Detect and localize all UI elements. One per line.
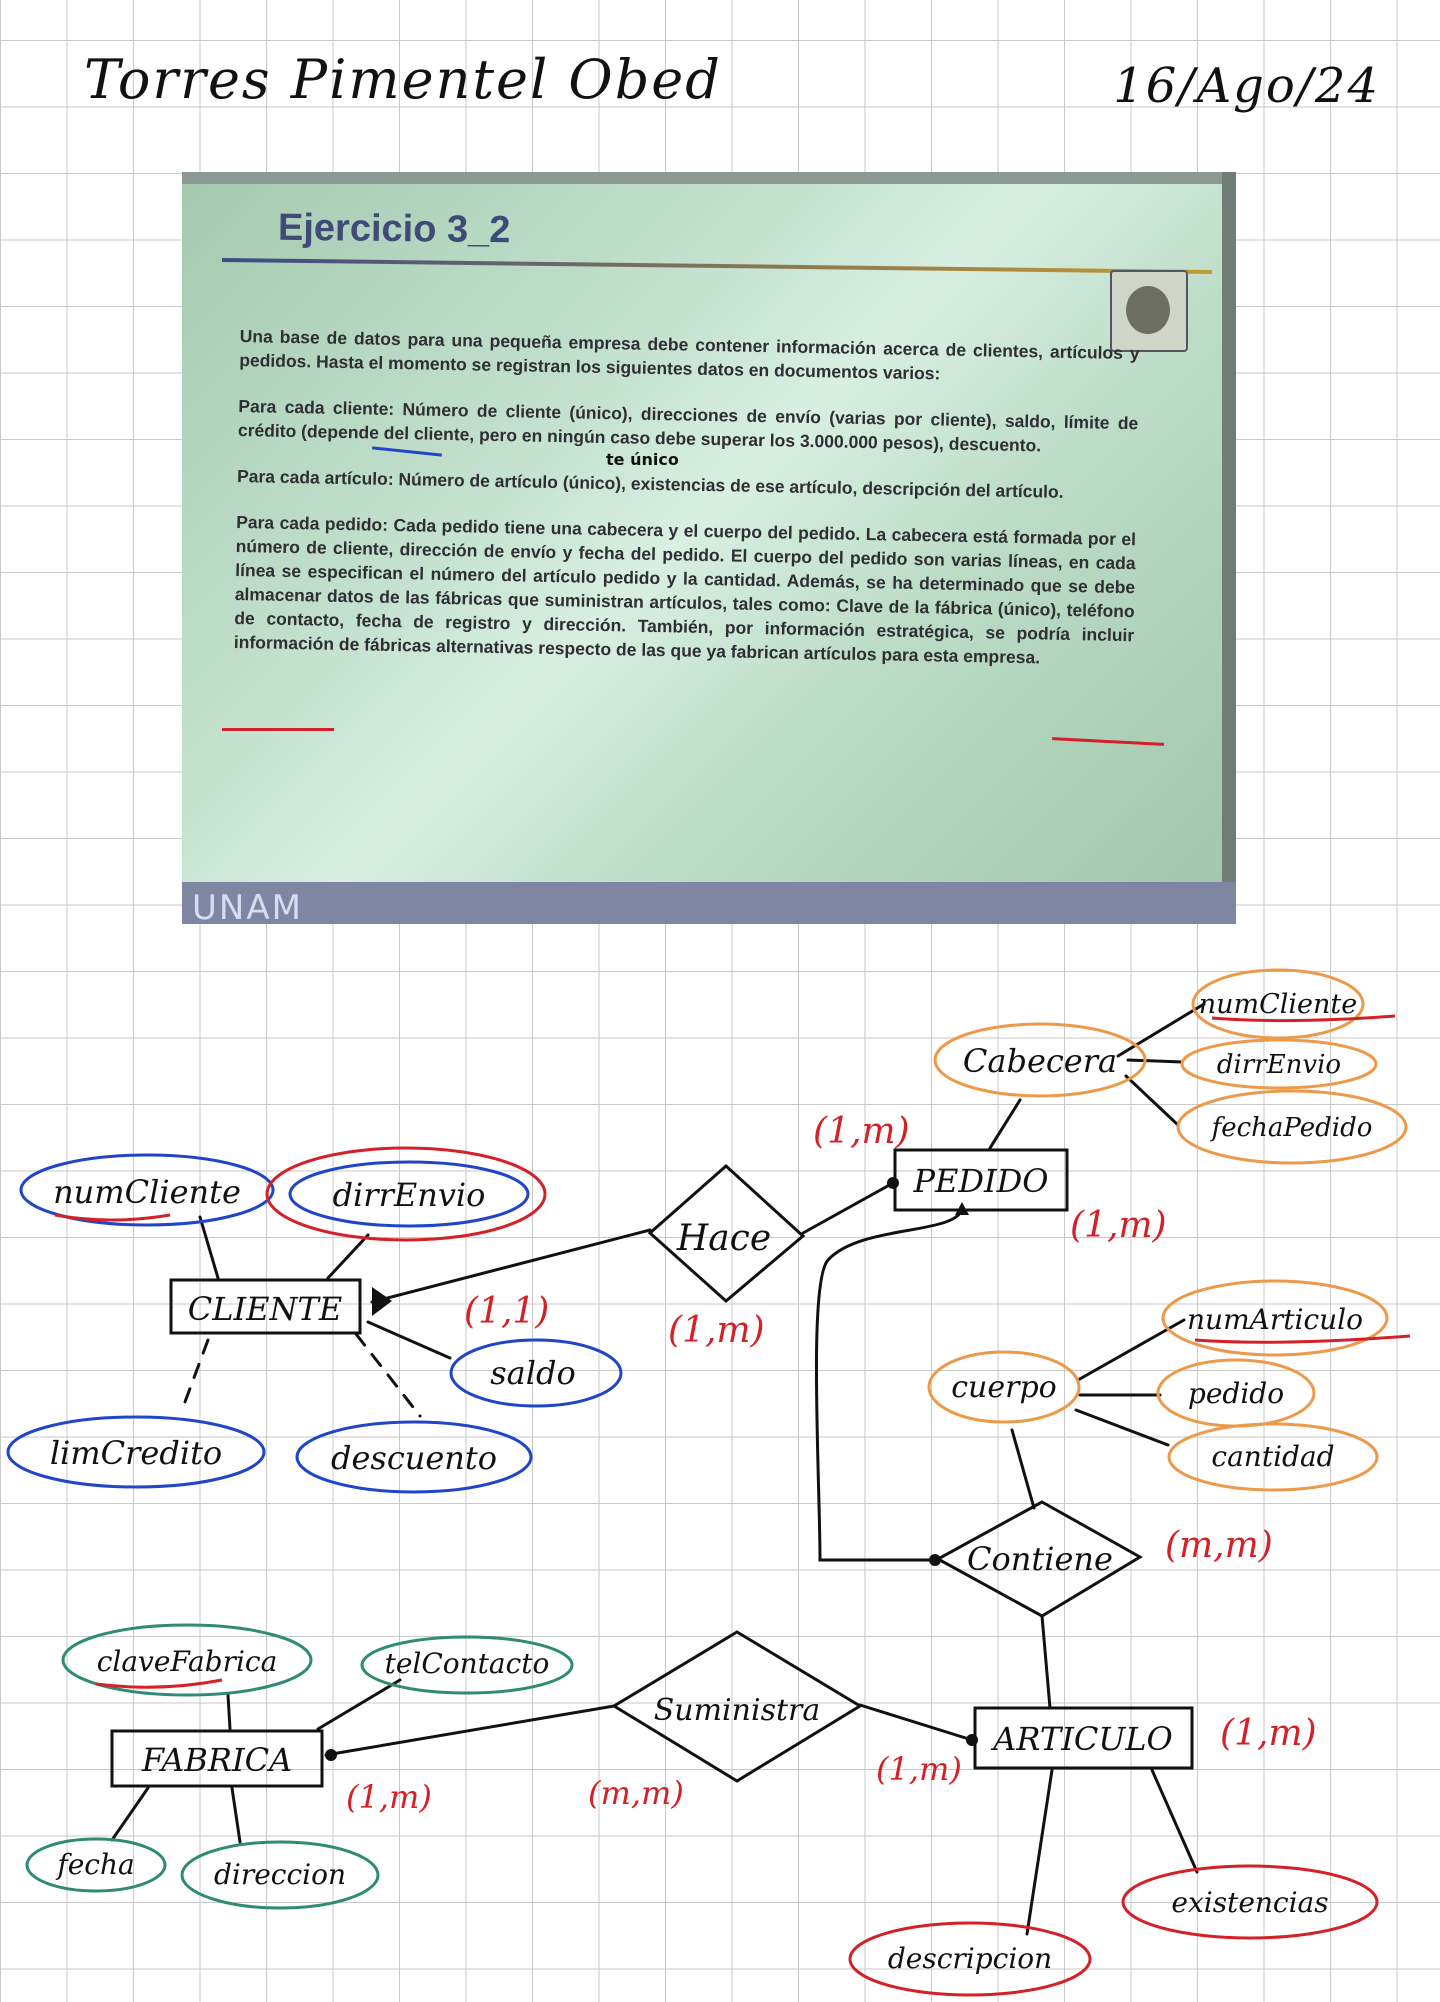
attribute-label: fechaPedido bbox=[1210, 1113, 1373, 1143]
attribute-cantidad[interactable]: cantidad bbox=[1167, 1422, 1379, 1492]
attribute-descuento[interactable]: descuento bbox=[295, 1420, 533, 1494]
attribute-label: fecha bbox=[55, 1848, 134, 1881]
cardinality-contiene: (m,m) bbox=[1165, 1525, 1273, 1566]
connector-lines bbox=[110, 1002, 1206, 1936]
ink-underline bbox=[222, 728, 334, 731]
attribute-cuerpo[interactable]: cuerpo bbox=[927, 1350, 1081, 1424]
relationship-label: Suministra bbox=[654, 1693, 821, 1728]
cardinality-pedido-contiene: (1,m) bbox=[1070, 1205, 1167, 1246]
attribute-label: cuerpo bbox=[951, 1370, 1056, 1405]
cardinality-hace: (1,m) bbox=[668, 1310, 765, 1351]
attribute-descripcion[interactable]: descripcion bbox=[848, 1921, 1092, 1997]
attribute-label: existencias bbox=[1171, 1886, 1328, 1919]
cardinality-pedido-hace: (1,m) bbox=[813, 1111, 910, 1152]
attribute-label: claveFabrica bbox=[97, 1645, 278, 1678]
cardinality-fabrica: (1,m) bbox=[346, 1778, 432, 1816]
attribute-label: numArticulo bbox=[1187, 1303, 1363, 1336]
date: 16/Ago/24 bbox=[1113, 58, 1380, 114]
attribute-label: cantidad bbox=[1211, 1440, 1334, 1473]
attribute-cabecera[interactable]: Cabecera bbox=[933, 1022, 1147, 1098]
key-underline bbox=[95, 1678, 223, 1689]
cardinality-articulo: (1,m) bbox=[1220, 1713, 1317, 1754]
cardinality-articulo-suministra: (1,m) bbox=[876, 1750, 962, 1788]
cardinality-labels: (1,1) (1,m) (1,m) (1,m) (m,m) (1,m) (1,m… bbox=[346, 1111, 1317, 1816]
attribute-limcredito[interactable]: limCredito bbox=[6, 1415, 266, 1489]
slide-footer: UNAM bbox=[192, 888, 303, 924]
attribute-numcliente[interactable]: numCliente bbox=[19, 1153, 275, 1227]
attribute-existencias[interactable]: existencias bbox=[1121, 1864, 1379, 1940]
attribute-clavefabrica[interactable]: claveFabrica bbox=[61, 1623, 313, 1697]
attribute-label: limCredito bbox=[50, 1434, 222, 1472]
connector-dot bbox=[887, 1177, 899, 1189]
entity-label: ARTICULO bbox=[990, 1720, 1173, 1758]
entity-fabrica[interactable]: FABRICA bbox=[110, 1729, 324, 1788]
entity-label: PEDIDO bbox=[912, 1162, 1048, 1200]
attribute-fecha[interactable]: fecha bbox=[25, 1837, 167, 1893]
relationship-contiene[interactable]: Contiene bbox=[934, 1500, 1143, 1618]
attribute-label: dirrEnvio bbox=[333, 1176, 486, 1214]
attribute-label: dirrEnvio bbox=[1217, 1050, 1341, 1080]
attribute-label: numCliente bbox=[53, 1173, 241, 1211]
key-underline bbox=[54, 1213, 171, 1222]
attribute-label: telContacto bbox=[385, 1647, 550, 1680]
author-name: Torres Pimentel Obed bbox=[84, 48, 722, 111]
attribute-label: Cabecera bbox=[963, 1042, 1117, 1080]
handwritten-annotation: te único bbox=[606, 450, 679, 469]
connector-dot bbox=[929, 1554, 941, 1566]
attribute-label: numCliente bbox=[1199, 989, 1358, 1020]
attribute-fechapedido[interactable]: fechaPedido bbox=[1176, 1089, 1408, 1165]
university-crest-icon bbox=[1110, 270, 1188, 352]
attribute-telcontacto[interactable]: telContacto bbox=[360, 1635, 574, 1695]
connector-dot bbox=[325, 1749, 337, 1761]
attribute-numarticulo[interactable]: numArticulo bbox=[1161, 1279, 1411, 1357]
attribute-dirrenvio-multivalued[interactable]: dirrEnvio bbox=[265, 1146, 547, 1242]
entity-label: CLIENTE bbox=[188, 1290, 342, 1328]
attribute-saldo[interactable]: saldo bbox=[449, 1338, 623, 1408]
attribute-pedido[interactable]: pedido bbox=[1156, 1358, 1316, 1428]
entity-pedido[interactable]: PEDIDO bbox=[893, 1148, 1069, 1212]
attribute-pedido-dirrenvio[interactable]: dirrEnvio bbox=[1180, 1038, 1378, 1090]
entity-articulo[interactable]: ARTICULO bbox=[973, 1706, 1194, 1770]
attribute-label: saldo bbox=[490, 1354, 575, 1392]
entity-label: FABRICA bbox=[141, 1741, 292, 1779]
key-underline bbox=[1194, 1334, 1411, 1344]
photo-edge bbox=[1222, 172, 1236, 924]
photo-edge bbox=[182, 172, 1236, 184]
slide-photo: Ejercicio 3_2 Una base de datos para una… bbox=[182, 172, 1236, 924]
entity-cliente[interactable]: CLIENTE bbox=[169, 1278, 362, 1335]
attribute-label: descripcion bbox=[888, 1942, 1052, 1975]
attribute-pedido-numcliente[interactable]: numCliente bbox=[1191, 968, 1396, 1040]
relationship-suministra[interactable]: Suministra bbox=[611, 1630, 863, 1783]
attribute-label: descuento bbox=[331, 1439, 497, 1477]
arrow-head-icon bbox=[372, 1287, 392, 1316]
attribute-direccion[interactable]: direccion bbox=[180, 1840, 380, 1910]
relationship-label: Contiene bbox=[967, 1540, 1113, 1578]
relationship-label: Hace bbox=[676, 1218, 771, 1259]
cardinality-suministra: (m,m) bbox=[588, 1774, 684, 1812]
attribute-label: pedido bbox=[1188, 1377, 1284, 1410]
slide-footer-band: UNAM bbox=[182, 882, 1236, 924]
cardinality-cliente-hace: (1,1) bbox=[464, 1291, 549, 1332]
key-underline bbox=[1211, 1014, 1396, 1023]
relationship-hace[interactable]: Hace bbox=[647, 1163, 806, 1303]
attribute-label: direccion bbox=[214, 1858, 346, 1891]
